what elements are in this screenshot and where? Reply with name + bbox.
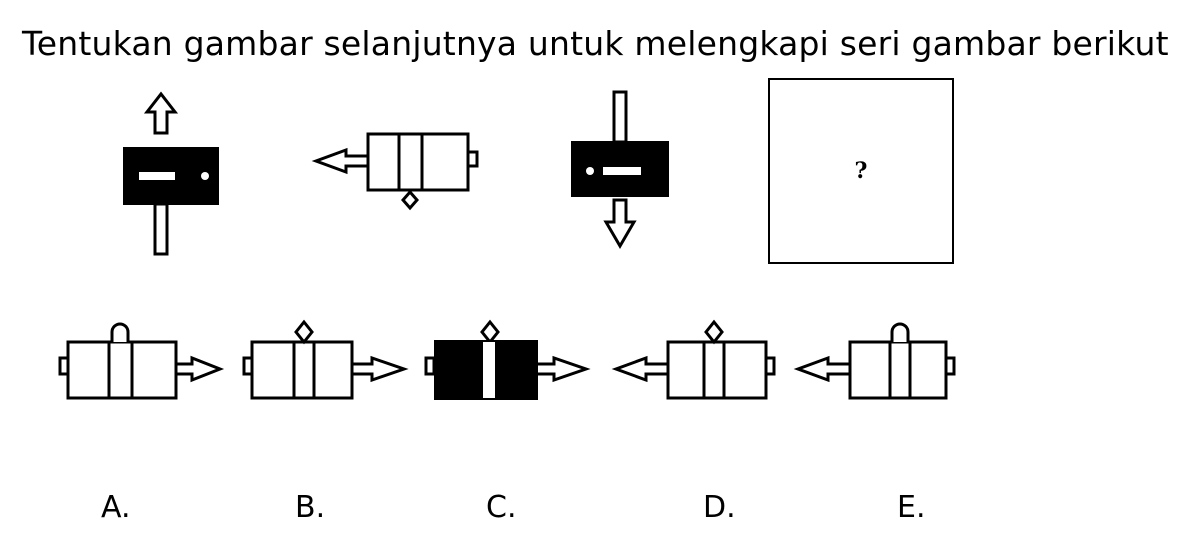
option-d-figure[interactable] bbox=[610, 318, 790, 408]
missing-figure-box: ? bbox=[768, 78, 954, 264]
sequence-figure-3 bbox=[571, 90, 669, 249]
question-text: Tentukan gambar selanjutnya untuk meleng… bbox=[22, 24, 1169, 63]
option-b-label: B. bbox=[295, 490, 326, 525]
option-c-label: C. bbox=[486, 490, 517, 525]
option-e-label: E. bbox=[897, 490, 926, 525]
option-b-figure[interactable] bbox=[238, 318, 418, 408]
sequence-figure-1 bbox=[123, 91, 219, 256]
option-a-figure[interactable] bbox=[54, 318, 234, 408]
option-a-label: A. bbox=[101, 490, 131, 525]
option-d-label: D. bbox=[703, 490, 736, 525]
sequence-figure-2 bbox=[311, 132, 479, 211]
question-mark: ? bbox=[854, 158, 868, 184]
option-e-figure[interactable] bbox=[790, 318, 970, 408]
option-c-figure[interactable] bbox=[420, 318, 600, 408]
